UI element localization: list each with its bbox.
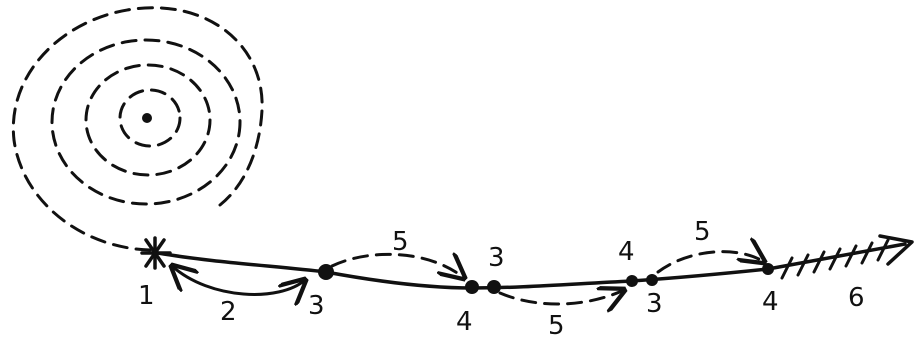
label-return-arc: 2 xyxy=(220,297,237,327)
end-arrowhead xyxy=(878,234,914,266)
end-hatching xyxy=(780,238,890,280)
label-start: 1 xyxy=(138,281,155,311)
label-hop-2: 5 xyxy=(548,311,565,337)
stop-dot-c xyxy=(487,280,501,294)
hop-arrow-3 xyxy=(656,252,764,274)
label-stop-e: 3 xyxy=(646,289,663,319)
label-hop-3: 5 xyxy=(694,217,711,247)
outer-spiral xyxy=(11,6,264,252)
ring-3 xyxy=(50,38,242,206)
main-path xyxy=(156,242,907,290)
stop-dot-a xyxy=(318,264,334,280)
concentric-rings xyxy=(11,6,264,252)
ring-2 xyxy=(84,63,212,177)
label-stop-a: 3 xyxy=(308,291,325,321)
center-dot xyxy=(142,113,152,123)
hop-arrow-2 xyxy=(498,290,624,304)
label-stop-b: 4 xyxy=(456,307,473,337)
label-hop-1: 5 xyxy=(392,227,409,257)
ring-1 xyxy=(118,88,182,148)
start-star xyxy=(140,236,172,270)
stop-dot-d xyxy=(626,275,638,287)
label-stop-f: 4 xyxy=(762,287,779,317)
label-stop-d: 4 xyxy=(618,237,635,267)
stop-dot-e xyxy=(646,274,658,286)
stop-dot-f xyxy=(762,263,774,275)
label-stop-c: 3 xyxy=(488,243,505,273)
hop-arrow-1 xyxy=(330,254,464,278)
return-arc xyxy=(172,266,305,294)
stop-dot-b xyxy=(465,280,479,294)
label-end-run: 6 xyxy=(848,283,865,313)
